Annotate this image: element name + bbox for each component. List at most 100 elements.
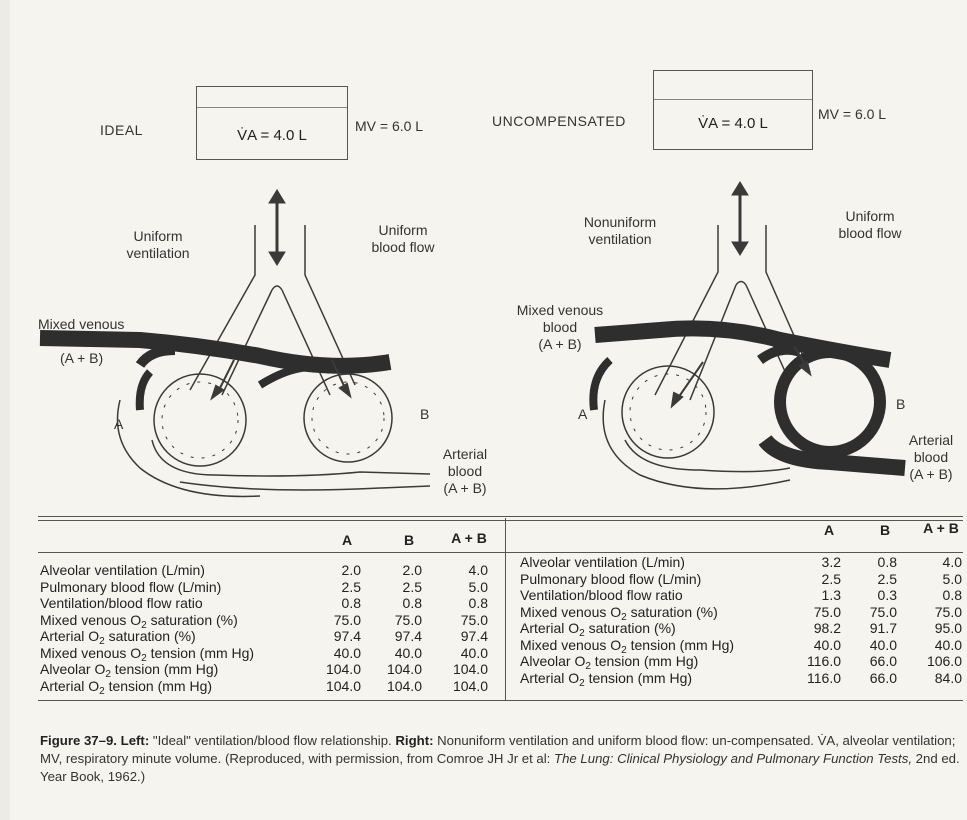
caption-left-text: "Ideal" ventilation/blood flow relations… xyxy=(153,733,392,748)
table-divider xyxy=(505,518,506,700)
cell-ab: 0.8 xyxy=(438,595,488,611)
right-venous-vessel xyxy=(593,328,890,410)
right-col-a-header: A xyxy=(820,522,838,538)
cell-a: 104.0 xyxy=(311,661,361,677)
cell-ab: 106.0 xyxy=(912,653,962,669)
cell-b: 40.0 xyxy=(372,645,422,661)
cell-b: 75.0 xyxy=(372,612,422,628)
row-label: Alveolar ventilation (L/min) xyxy=(520,554,685,570)
table-row: Mixed venous O2 tension (mm Hg)40.040.04… xyxy=(520,637,965,652)
right-alveolus-b-label: B xyxy=(896,396,905,413)
table-row: Pulmonary blood flow (L/min)2.52.55.0 xyxy=(520,571,965,586)
table-row: Mixed venous O2 saturation (%) 75.0 75.0 75… xyxy=(40,612,500,627)
cell-a: 97.4 xyxy=(311,628,361,644)
cell-ab: 40.0 xyxy=(912,637,962,653)
cell-ab: 104.0 xyxy=(438,661,488,677)
row-label: Arterial O2 saturation (%) xyxy=(40,628,196,644)
right-arterial-line1: Arterial xyxy=(898,432,964,449)
cell-ab: 4.0 xyxy=(912,554,962,570)
cell-ab: 75.0 xyxy=(912,604,962,620)
right-alveolus-a-label: A xyxy=(578,406,587,423)
row-label: Pulmonary blood flow (L/min) xyxy=(520,571,701,587)
right-ventilation-label: Nonuniform ventilation xyxy=(570,214,670,248)
right-alveolus-a xyxy=(622,366,714,458)
right-box-level-line xyxy=(654,99,812,100)
right-airflow-arrow xyxy=(732,182,748,255)
cell-b: 104.0 xyxy=(372,678,422,694)
cell-b: 40.0 xyxy=(847,637,897,653)
diagram-drawings xyxy=(0,0,967,520)
cell-b: 2.0 xyxy=(372,562,422,578)
right-mixed-venous-line1: Mixed venous xyxy=(500,302,620,319)
cell-b: 91.7 xyxy=(847,620,897,636)
cell-b: 66.0 xyxy=(847,670,897,686)
table-row: Arterial O2 tension (mm Hg) 116.0 66.0 84.0 xyxy=(520,670,965,685)
right-va-label: V̇A = 4.0 L xyxy=(654,115,812,132)
cell-a: 116.0 xyxy=(791,653,841,669)
cell-a: 1.3 xyxy=(791,587,841,603)
cell-b: 2.5 xyxy=(372,579,422,595)
cell-a: 0.8 xyxy=(311,595,361,611)
right-ventilation-line1: Nonuniform xyxy=(570,214,670,231)
right-mode-label: UNCOMPENSATED xyxy=(492,113,626,130)
left-col-a-header: A xyxy=(338,532,356,548)
right-arterial-label: Arterial blood (A + B) xyxy=(898,432,964,483)
row-label: Pulmonary blood flow (L/min) xyxy=(40,579,221,595)
cell-b: 104.0 xyxy=(372,661,422,677)
table-bottom-rule xyxy=(38,700,963,701)
row-label: Arterial O2 tension (mm Hg) xyxy=(40,678,212,694)
cell-a: 3.2 xyxy=(791,554,841,570)
cell-ab: 97.4 xyxy=(438,628,488,644)
right-mv-label: MV = 6.0 L xyxy=(818,106,886,123)
table-top-rule xyxy=(38,516,963,517)
left-col-b-header: B xyxy=(400,532,418,548)
cell-a: 116.0 xyxy=(791,670,841,686)
left-data-table: A B A + B Alveolar ventilation (L/min) 2.… xyxy=(40,526,500,698)
row-label: Mixed venous O2 saturation (%) xyxy=(520,604,718,620)
cell-b: 97.4 xyxy=(372,628,422,644)
cell-b: 2.5 xyxy=(847,571,897,587)
cell-a: 2.5 xyxy=(311,579,361,595)
right-bloodflow-label: Uniform blood flow xyxy=(825,208,915,242)
row-label: Ventilation/blood flow ratio xyxy=(520,587,683,603)
row-label: Mixed venous O2 saturation (%) xyxy=(40,612,238,628)
cell-a: 2.5 xyxy=(791,571,841,587)
cell-a: 40.0 xyxy=(791,637,841,653)
cell-ab: 84.0 xyxy=(912,670,962,686)
left-alveolus-a xyxy=(154,374,246,466)
cell-ab: 104.0 xyxy=(438,678,488,694)
right-alveolus-b xyxy=(780,352,880,452)
right-alveolar-volume-box: V̇A = 4.0 L xyxy=(653,70,813,150)
row-label: Arterial O2 tension (mm Hg) xyxy=(520,670,692,686)
cell-ab: 75.0 xyxy=(438,612,488,628)
cell-ab: 95.0 xyxy=(912,620,962,636)
right-mixed-venous-line2: blood xyxy=(500,319,620,336)
left-airflow-arrow xyxy=(269,190,285,265)
cell-a: 40.0 xyxy=(311,645,361,661)
table-row: Pulmonary blood flow (L/min) 2.5 2.5 5.0 xyxy=(40,579,500,594)
cell-a: 75.0 xyxy=(791,604,841,620)
cell-ab: 5.0 xyxy=(438,579,488,595)
figure-caption: Figure 37–9. Left: "Ideal" ventilation/b… xyxy=(40,732,960,786)
cell-b: 0.8 xyxy=(847,554,897,570)
right-bloodflow-line2: blood flow xyxy=(825,225,915,242)
right-col-ab-header: A + B xyxy=(918,520,964,536)
left-col-ab-header: A + B xyxy=(445,530,493,546)
row-label: Alveolar ventilation (L/min) xyxy=(40,562,205,578)
cell-b: 0.3 xyxy=(847,587,897,603)
right-ventilation-line2: ventilation xyxy=(570,231,670,248)
right-mixed-venous-label: Mixed venous blood (A + B) xyxy=(500,302,620,353)
row-label: Arterial O2 saturation (%) xyxy=(520,620,676,636)
table-row: Arterial O2 saturation (%) 97.4 97.4 97.4 xyxy=(40,628,500,643)
cell-ab: 4.0 xyxy=(438,562,488,578)
cell-a: 75.0 xyxy=(311,612,361,628)
